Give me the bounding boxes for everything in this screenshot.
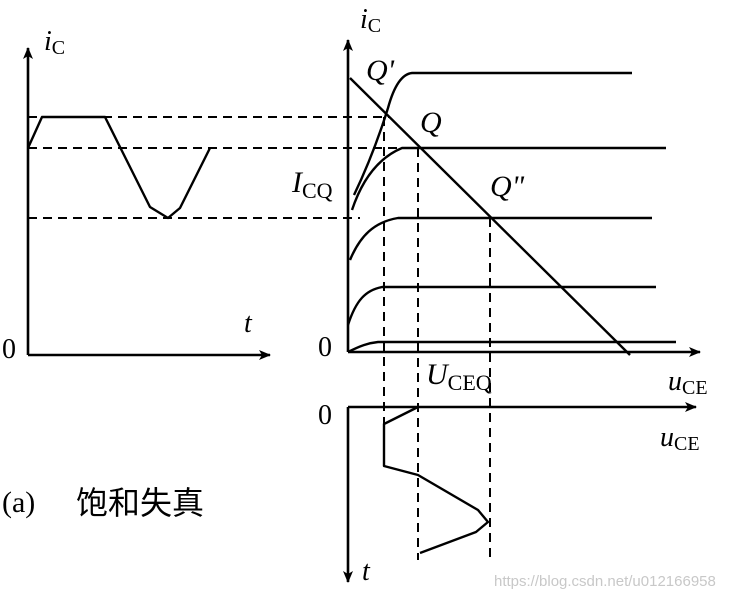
bottom-uce-waveform [382,405,490,555]
left-y-label: iC [44,26,65,59]
caption-label: (a) [2,486,35,519]
bottom-origin-label: 0 [318,400,332,431]
load-line [349,77,631,356]
bottom-graph: 0 uCE t [318,400,700,587]
left-x-label: t [244,308,253,339]
bottom-t-label: t [362,556,371,587]
caption: (a) 饱和失真 [2,484,204,522]
watermark-text: https://blog.csdn.net/u012166958 [494,573,716,590]
right-y-label: iC [360,4,381,37]
caption-text: 饱和失真 [76,484,204,522]
point-q-double-prime-label: Q" [490,170,525,203]
characteristic-curve-3 [348,216,652,261]
left-ic-waveform [26,115,212,220]
point-q-prime-label: Q' [366,54,395,87]
left-graph: iC t 0 [2,26,418,365]
icq-label: ICQ [291,166,333,203]
characteristic-curve-4 [350,146,666,211]
characteristic-curve-1 [347,340,676,354]
bottom-x-label: uCE [660,422,700,455]
right-graph: iC 0 uCE Q' Q Q" ICQ UCEQ [291,4,708,560]
uceq-label: UCEQ [426,358,492,395]
point-q-label: Q [420,106,442,139]
right-x-label: uCE [668,366,708,399]
characteristic-curve-5 [352,71,632,196]
left-origin-label: 0 [2,334,16,365]
characteristic-curve-2 [346,285,656,326]
right-origin-label: 0 [318,332,332,363]
